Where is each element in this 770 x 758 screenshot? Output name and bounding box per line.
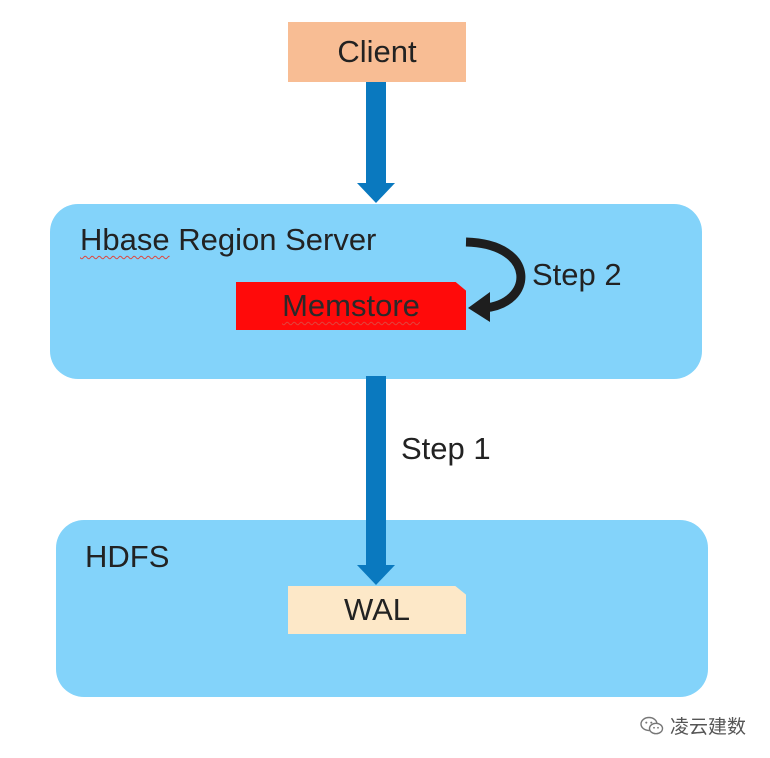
hdfs-title: HDFS [85, 539, 170, 574]
region-server-title: Hbase Region Server [80, 222, 376, 258]
region-server-title-prefix: Hbase [80, 222, 170, 257]
region-to-hdfs-arrow-head-lower [357, 565, 395, 585]
region-server-title-rest: Region Server [169, 222, 377, 257]
wal-label: WAL [343, 592, 411, 627]
step2-curved-arrow [465, 237, 526, 322]
wal-box: WAL [288, 586, 466, 634]
watermark: 凌云建数 [640, 712, 746, 739]
region-to-hdfs-arrow-shaft-lower [366, 520, 386, 566]
watermark-text: 凌云建数 [670, 716, 747, 738]
client-to-region-arrow-shaft [366, 82, 386, 184]
client-box: Client [288, 22, 466, 82]
memstore-label: Memstore [282, 288, 420, 323]
memstore-box: Memstore [236, 282, 466, 330]
step2-label: Step 2 [532, 257, 622, 292]
step1-label: Step 1 [401, 431, 491, 466]
client-to-region-arrow-head [357, 183, 395, 203]
region-to-hdfs-arrow-shaft [366, 376, 386, 566]
wechat-icon [640, 716, 664, 734]
client-label: Client [337, 34, 417, 69]
